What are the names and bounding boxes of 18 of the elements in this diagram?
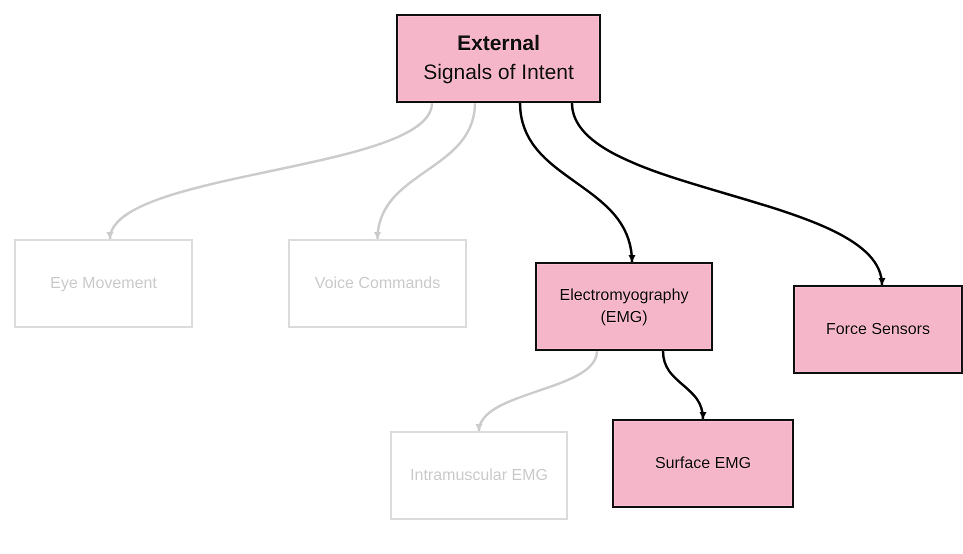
process-box — [390, 431, 568, 520]
process-box — [396, 14, 601, 103]
box-label: Surface EMG — [654, 454, 752, 474]
box-label: Force Sensors — [826, 320, 930, 340]
process-box — [535, 262, 713, 351]
arrow — [108, 102, 434, 240]
arrow — [570, 102, 884, 286]
arrow — [662, 350, 706, 420]
process-box — [612, 419, 794, 508]
process-box — [793, 285, 963, 374]
arrow — [477, 350, 598, 432]
box-label: Electromyography (EMG) — [558, 286, 690, 328]
box-heading: External — [457, 31, 540, 58]
arrow — [374, 102, 476, 240]
process-box — [288, 239, 467, 328]
arrow — [518, 102, 635, 262]
box-label: Signals of Intent — [423, 60, 574, 86]
process-box — [14, 239, 193, 328]
